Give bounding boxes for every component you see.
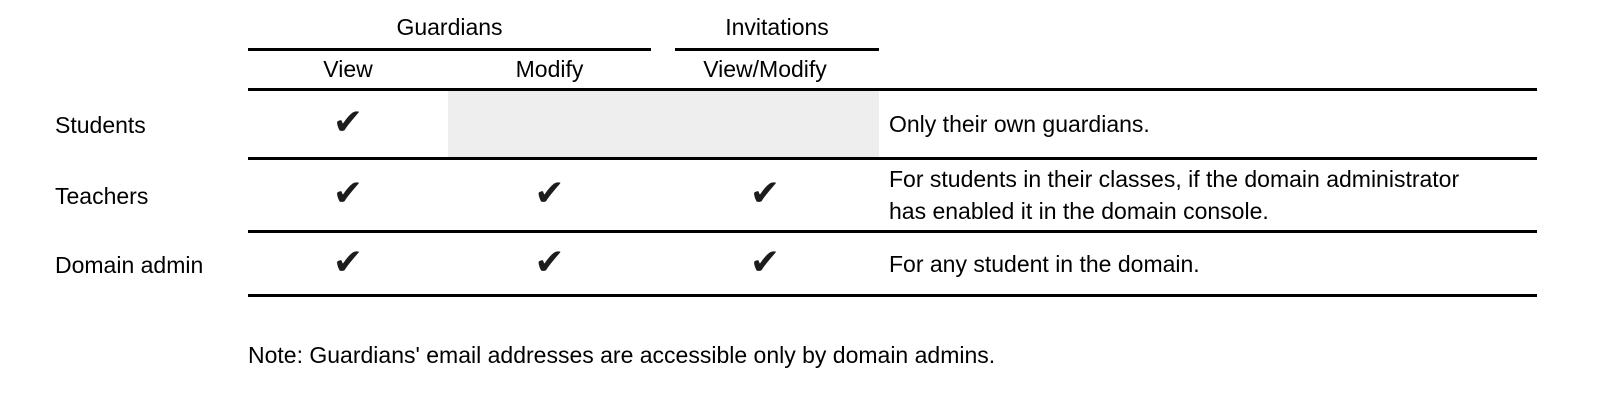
- table-row-students: Students ✔ Only their own guardians.: [0, 91, 1537, 160]
- cell-teachers-invitations: ✔: [651, 160, 879, 230]
- footnote: Note: Guardians' email addresses are acc…: [248, 342, 996, 368]
- check-icon: ✔: [749, 172, 781, 213]
- column-header-modify: Modify: [448, 51, 651, 88]
- column-header-notes-spacer: [879, 51, 1537, 88]
- column-header-view-modify: View/Modify: [651, 51, 879, 88]
- cell-admin-guardians-view: ✔: [248, 233, 448, 294]
- row-label-domain-admin: Domain admin: [55, 251, 204, 278]
- row-content-students: ✔ Only their own guardians.: [248, 91, 1537, 160]
- column-group-gap: [651, 0, 675, 51]
- cell-admin-invitations: ✔: [651, 233, 879, 294]
- column-group-invitations: Invitations: [675, 0, 879, 51]
- cell-admin-guardians-modify: ✔: [448, 233, 651, 294]
- row-content-domain-admin: ✔ ✔ ✔ For any student in the domain.: [248, 233, 1537, 297]
- column-header-view-modify-label: View/Modify: [703, 56, 827, 82]
- column-group-guardians: Guardians: [248, 0, 651, 51]
- column-header-view-label: View: [323, 56, 373, 82]
- column-header-row: View Modify View/Modify: [248, 51, 1537, 91]
- check-icon: ✔: [332, 172, 364, 213]
- note-students: Only their own guardians.: [889, 111, 1150, 137]
- check-icon: ✔: [534, 172, 565, 213]
- check-icon: ✔: [749, 240, 781, 282]
- column-header-view: View: [248, 51, 448, 88]
- column-header-modify-label: Modify: [515, 56, 584, 82]
- permissions-table: Guardians Invitations View Modify View/M…: [0, 0, 1537, 297]
- cell-students-guardians-modify-disabled: [448, 91, 651, 157]
- column-group-guardians-label: Guardians: [396, 14, 503, 40]
- column-group-invitations-label: Invitations: [725, 14, 829, 40]
- cell-students-guardians-view: ✔: [248, 91, 448, 157]
- note-domain-admin: For any student in the domain.: [889, 250, 1200, 277]
- check-icon: ✔: [534, 240, 565, 282]
- cell-teachers-guardians-modify: ✔: [448, 160, 651, 230]
- column-group-header-row: Guardians Invitations: [248, 0, 1537, 51]
- cell-teachers-guardians-view: ✔: [248, 160, 448, 230]
- table-row-teachers: Teachers ✔ ✔ ✔ For students in their cla…: [0, 160, 1537, 233]
- row-content-teachers: ✔ ✔ ✔ For students in their classes, if …: [248, 160, 1537, 233]
- row-label-teachers: Teachers: [55, 183, 149, 209]
- note-teachers: For students in their classes, if the do…: [889, 166, 1460, 224]
- cell-students-invitations-disabled: [651, 91, 879, 157]
- table-row-domain-admin: Domain admin ✔ ✔ ✔ For any student in th…: [0, 233, 1537, 297]
- check-icon: ✔: [332, 101, 364, 142]
- check-icon: ✔: [332, 240, 364, 282]
- row-label-students: Students: [55, 112, 146, 138]
